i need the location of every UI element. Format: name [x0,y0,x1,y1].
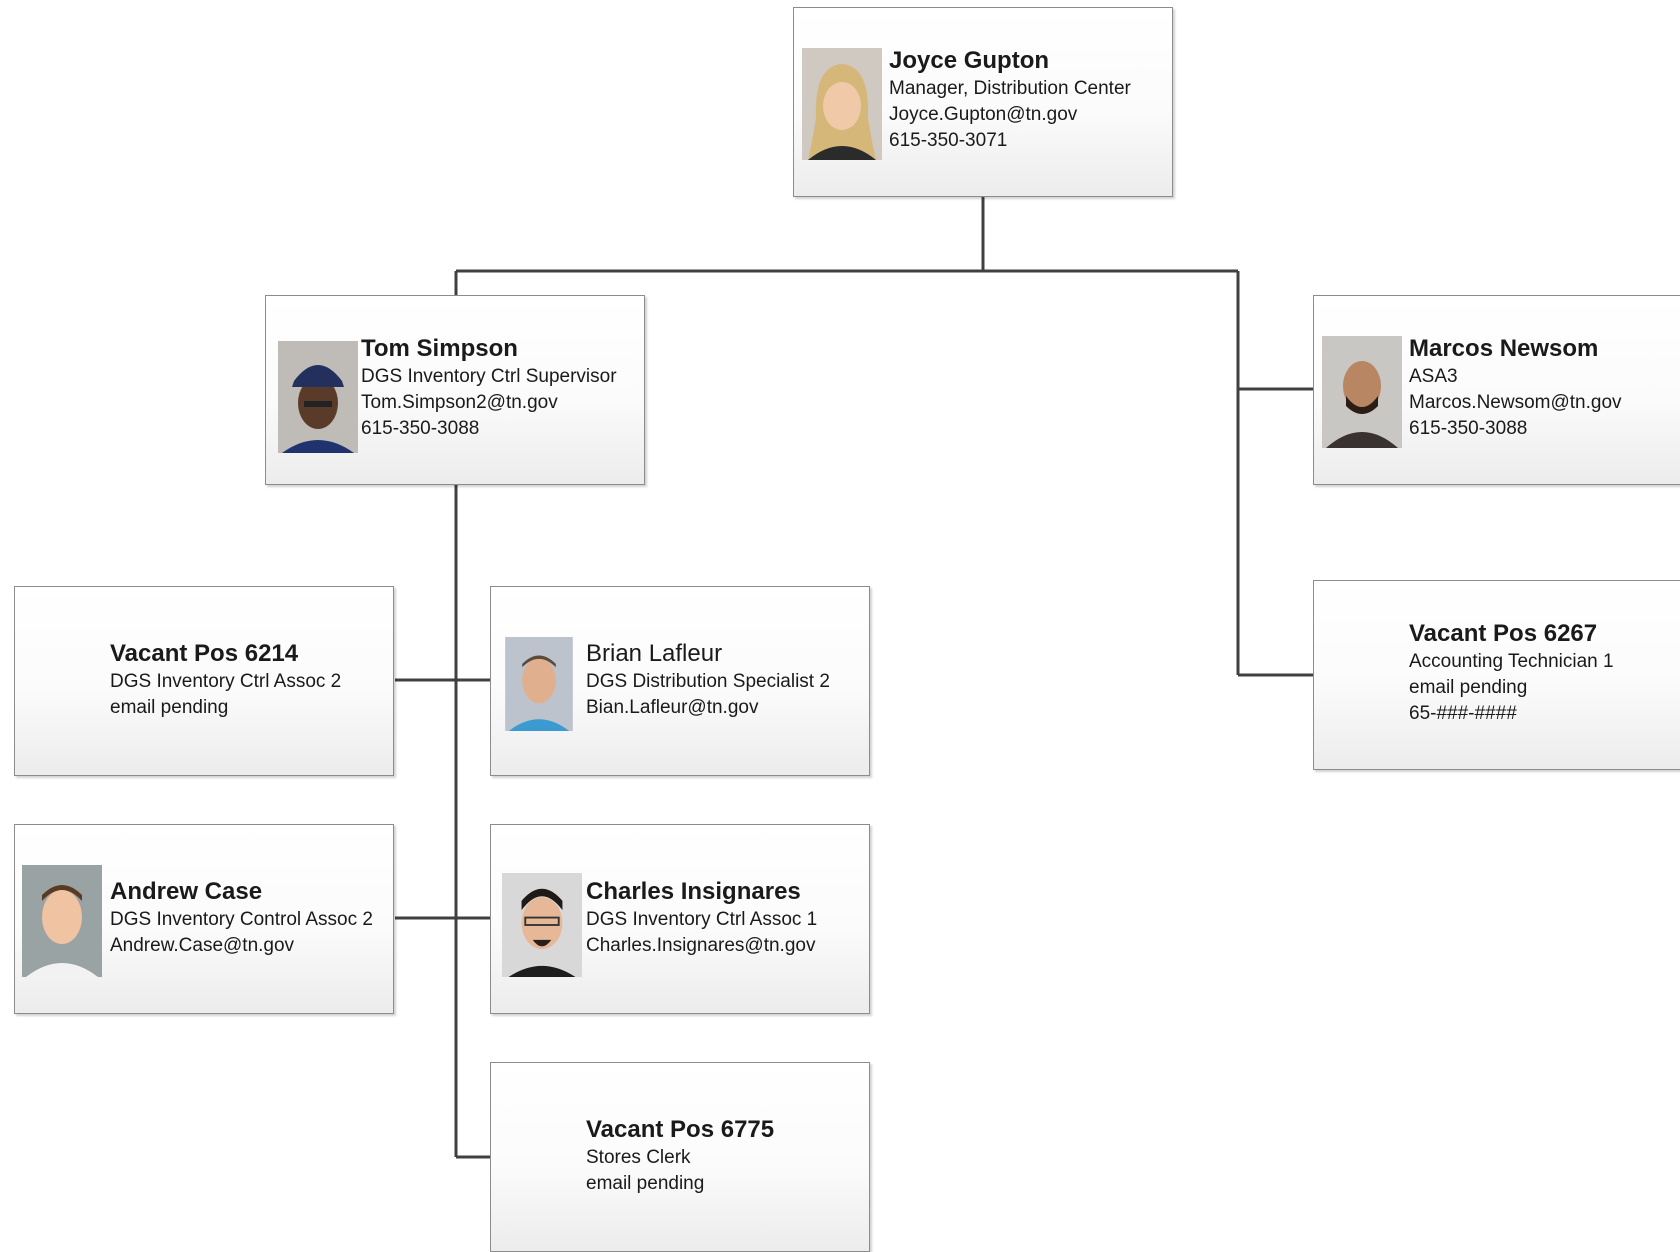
email-address: Andrew.Case@tn.gov [110,935,295,956]
org-card-vacant-6775[interactable]: Vacant Pos 6775 Stores Clerk email pendi… [490,1062,870,1252]
email-address: email pending [586,1173,705,1194]
job-title: DGS Distribution Specialist 2 [586,671,830,692]
person-photo-icon [502,873,582,977]
org-card-andrew-case[interactable]: Andrew Case DGS Inventory Control Assoc … [14,824,394,1014]
job-title: DGS Inventory Ctrl Supervisor [361,366,617,387]
person-name: Brian Lafleur [586,640,723,667]
person-name: Charles Insignares [586,878,801,905]
org-card-marcos-newsom[interactable]: Marcos Newsom ASA3 Marcos.Newsom@tn.gov … [1313,295,1680,485]
job-title: DGS Inventory Ctrl Assoc 2 [110,671,342,692]
position-name: Vacant Pos 6267 [1409,620,1598,647]
phone-number: 615-350-3088 [1409,418,1528,439]
job-title: Manager, Distribution Center [889,78,1131,99]
org-card-vacant-6214[interactable]: Vacant Pos 6214 DGS Inventory Ctrl Assoc… [14,586,394,776]
job-title: ASA3 [1409,366,1458,387]
email-address: Bian.Lafleur@tn.gov [586,697,759,718]
org-card-tom-simpson[interactable]: Tom Simpson DGS Inventory Ctrl Superviso… [265,295,645,485]
person-name: Joyce Gupton [889,47,1050,74]
phone-number: 615-350-3071 [889,130,1008,151]
org-card-joyce-gupton[interactable]: Joyce Gupton Manager, Distribution Cente… [793,7,1173,197]
person-photo-icon [802,48,882,160]
job-title: Accounting Technician 1 [1409,651,1614,672]
org-card-brian-lafleur[interactable]: Brian Lafleur DGS Distribution Specialis… [490,586,870,776]
person-name: Tom Simpson [361,335,518,362]
person-photo-icon [278,341,358,453]
phone-number: 615-350-3088 [361,418,480,439]
person-name: Marcos Newsom [1409,335,1599,362]
org-card-charles-insignares[interactable]: Charles Insignares DGS Inventory Ctrl As… [490,824,870,1014]
position-name: Vacant Pos 6214 [110,640,299,667]
job-title: DGS Inventory Control Assoc 2 [110,909,373,930]
phone-number: 65-###-#### [1409,703,1517,724]
job-title: Stores Clerk [586,1147,691,1168]
email-address: Marcos.Newsom@tn.gov [1409,392,1622,413]
person-photo-icon [22,865,102,977]
email-address: Tom.Simpson2@tn.gov [361,392,558,413]
email-address: Charles.Insignares@tn.gov [586,935,816,956]
email-address: Joyce.Gupton@tn.gov [889,104,1078,125]
person-name: Andrew Case [110,878,263,905]
person-photo-icon [1322,336,1402,448]
org-card-vacant-6267[interactable]: Vacant Pos 6267 Accounting Technician 1 … [1313,580,1680,770]
job-title: DGS Inventory Ctrl Assoc 1 [586,909,818,930]
email-address: email pending [1409,677,1528,698]
position-name: Vacant Pos 6775 [586,1116,775,1143]
email-address: email pending [110,697,229,718]
person-photo-icon [505,637,573,731]
